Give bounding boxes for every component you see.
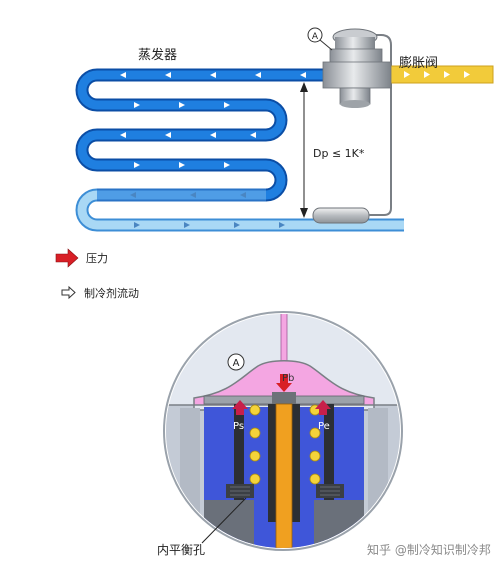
ps-label: Ps [233,421,244,432]
pb-label: Pb [282,373,294,384]
pb-arrow-icon [276,374,292,392]
legend-pressure: 压力 [56,250,108,266]
legend-flow: 制冷剂流动 [56,285,139,301]
capillary-tube [366,34,392,216]
legend-flow-label: 制冷剂流动 [84,287,139,300]
valve-label: 膨胀阀 [399,56,439,71]
pressure-arrow-icon [55,248,79,268]
evaporator-label: 蒸发器 [138,48,178,63]
hole-pointer-line [201,497,247,544]
watermark: 知乎 @制冷知识制冷邦 [367,543,491,557]
dp-dimension [300,82,308,218]
pe-arrow-icon [315,400,331,415]
sensing-bulb [312,207,370,224]
legend-pressure-label: 压力 [86,252,108,265]
flow-arrows [120,72,306,168]
ps-arrow-icon [232,400,248,415]
expansion-valve [322,28,392,108]
flow-arrow-icon [61,285,76,300]
marker-a-top-text: A [312,32,319,42]
marker-a-top: A [307,27,333,51]
evaporator-coil [75,68,404,232]
marker-a-section-text: A [233,358,240,369]
pe-label: Pe [318,421,330,432]
dp-label: Dp ≤ 1K* [313,147,365,160]
valve-cross-section: Pb Ps Pe A [166,314,400,548]
spring-coils [249,404,321,485]
equalizer-hole-label: 内平衡孔 [157,543,206,557]
valve-pin [275,403,293,548]
